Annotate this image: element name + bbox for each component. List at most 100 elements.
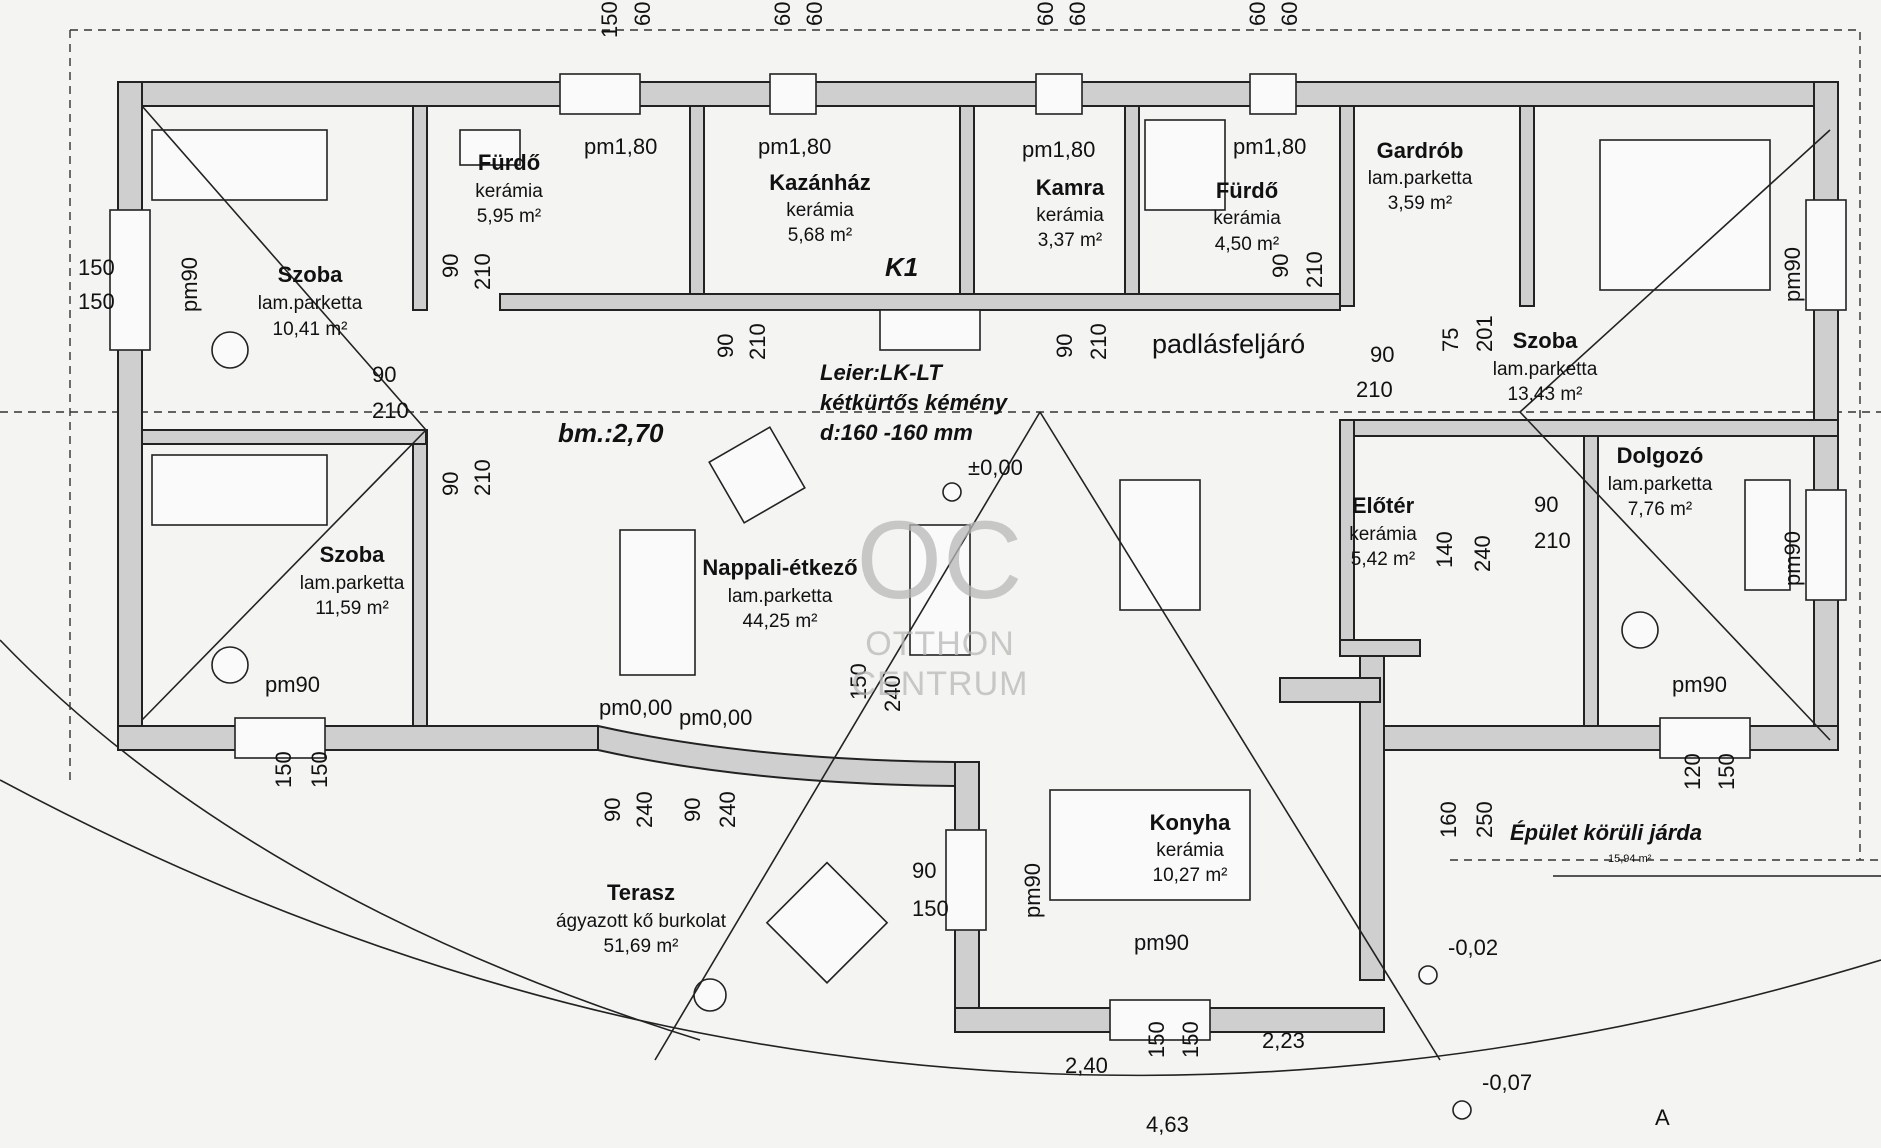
room-name-dolgozo: Dolgozó — [1617, 443, 1704, 468]
room-name-konyha: Konyha — [1150, 810, 1231, 835]
sofa — [619, 529, 696, 676]
outer-walls — [117, 81, 1839, 1033]
dim-240-length: 2,40 — [1065, 1053, 1108, 1078]
sill-heights: pm1,80 pm1,80 pm1,80 pm1,80 pm90 pm90 pm… — [177, 134, 1805, 955]
room-name-eloter: Előtér — [1352, 493, 1415, 518]
chimney — [879, 309, 981, 351]
walkway-label: Épület körüli járda — [1510, 820, 1702, 845]
room-area-nappali: 44,25 m² — [743, 611, 818, 632]
room-area-terasz: 51,69 m² — [604, 936, 679, 957]
dim-210-c: 210 — [1534, 528, 1571, 553]
dim-top-60-g: 60 — [1277, 2, 1302, 26]
room-area-furdo-1: 5,95 m² — [477, 206, 541, 227]
room-area-szoba-2: 11,59 m² — [315, 598, 389, 619]
dim-bottom-90-a: 90 — [600, 798, 625, 822]
dimensions: 150 150 90 210 90 210 90 210 90 150 2,40… — [78, 1, 1739, 1137]
inner-walls — [141, 105, 1839, 727]
dim-door-201: 201 — [1472, 315, 1497, 352]
desk — [1744, 479, 1791, 591]
dim-door-210-d: 210 — [1302, 251, 1327, 288]
dim-door-90-a: 90 — [438, 254, 463, 278]
watermark-logo: OC — [857, 499, 1024, 622]
kitchen-island — [1049, 789, 1251, 901]
sill-pm180-4: pm1,80 — [1233, 134, 1306, 159]
dim-door-150: 150 — [846, 663, 871, 700]
level-minus-007: -0,07 — [1482, 1070, 1532, 1095]
dim-top-60-e: 60 — [1065, 2, 1090, 26]
section-mark: A — [1655, 1105, 1670, 1130]
attic-access-label: padlásfeljáró — [1152, 329, 1305, 359]
terrace-marker — [693, 978, 727, 1012]
sill-pm90-vert-4: pm90 — [1020, 863, 1045, 918]
dim-top-60-b: 60 — [770, 2, 795, 26]
level-minus-002: -0,02 — [1448, 935, 1498, 960]
watermark-line-1: OTTHON — [865, 625, 1015, 663]
dim-door-75: 75 — [1438, 328, 1463, 352]
dim-463-length: 4,63 — [1146, 1112, 1189, 1137]
sill-pm90-vert-1: pm90 — [177, 257, 202, 312]
dim-door-210-a: 210 — [470, 253, 495, 290]
dim-door-90-d: 90 — [1268, 254, 1293, 278]
room-floor-eloter: kerámia — [1349, 524, 1417, 545]
room-area-furdo-2: 4,50 m² — [1215, 234, 1279, 255]
dim-bottom-90-b: 90 — [680, 798, 705, 822]
dim-90-c: 90 — [1534, 492, 1558, 517]
dim-bottom-250: 250 — [1472, 801, 1497, 838]
room-name-kamra: Kamra — [1036, 175, 1105, 200]
watermark: OC OTTHON CENTRUM — [852, 499, 1029, 703]
dim-bottom-240-a: 240 — [632, 791, 657, 828]
windows — [109, 73, 1847, 1041]
room-name-furdo-1: Fürdő — [478, 150, 540, 175]
level-marker-007 — [1452, 1100, 1472, 1120]
walkway-area: 15,94 m² — [1608, 853, 1652, 865]
sink-1 — [459, 129, 521, 166]
room-floor-furdo-2: kerámia — [1213, 208, 1281, 229]
room-area-szoba-1: 10,41 m² — [273, 319, 348, 340]
room-name-nappali: Nappali-étkező — [702, 555, 857, 580]
level-marker-zero — [942, 482, 962, 502]
sill-pm90-vert-3: pm90 — [1780, 531, 1805, 586]
room-floor-furdo-1: kerámia — [475, 181, 543, 202]
bed-2 — [151, 454, 328, 526]
sill-pm180-2: pm1,80 — [758, 134, 831, 159]
room-floor-szoba-2: lam.parketta — [300, 573, 405, 594]
dim-90-b: 90 — [1370, 342, 1394, 367]
room-area-eloter: 5,42 m² — [1351, 549, 1415, 570]
room-name-szoba-1: Szoba — [278, 262, 344, 287]
room-area-szoba-3: 13,43 m² — [1508, 384, 1583, 405]
chair — [708, 426, 806, 524]
dim-top-60-d: 60 — [1033, 2, 1058, 26]
dim-bottom-240-b: 240 — [715, 791, 740, 828]
chimney-diameter: d:160 -160 mm — [820, 420, 973, 445]
room-floor-szoba-3: lam.parketta — [1493, 359, 1598, 380]
watermark-line-2: CENTRUM — [852, 665, 1029, 703]
dim-door-90-e: 90 — [438, 472, 463, 496]
room-area-gardrob: 3,59 m² — [1388, 193, 1452, 214]
room-area-kazanhaz: 5,68 m² — [788, 225, 852, 246]
chimney-type: kétkürtős kémény — [820, 390, 1009, 415]
round-marker-3 — [1621, 611, 1659, 649]
round-marker-2 — [211, 646, 249, 684]
level-markers — [942, 482, 1472, 1120]
terrace-table — [765, 861, 889, 984]
sill-pm180-3: pm1,80 — [1022, 137, 1095, 162]
dim-bottom-150-b: 150 — [307, 751, 332, 788]
dim-door-90-b: 90 — [713, 334, 738, 358]
level-zero: ±0,00 — [968, 455, 1023, 480]
room-floor-kazanhaz: kerámia — [786, 200, 854, 221]
dim-top-60-f: 60 — [1245, 2, 1270, 26]
dim-top-150: 150 — [597, 1, 622, 38]
dim-150-left-a: 150 — [78, 255, 115, 280]
sill-pm90-1: pm90 — [265, 672, 320, 697]
room-floor-nappali: lam.parketta — [728, 586, 833, 607]
dim-bottom-150-e: 150 — [1178, 1021, 1203, 1058]
room-floor-dolgozo: lam.parketta — [1608, 474, 1713, 495]
dim-90-a: 90 — [372, 362, 396, 387]
furniture — [151, 119, 1791, 1012]
room-name-szoba-3: Szoba — [1513, 328, 1579, 353]
dim-door-90-c: 90 — [1052, 334, 1077, 358]
bed-1 — [151, 129, 328, 201]
dim-bottom-150-d: 150 — [1144, 1021, 1169, 1058]
dim-bottom-150-a: 150 — [271, 751, 296, 788]
